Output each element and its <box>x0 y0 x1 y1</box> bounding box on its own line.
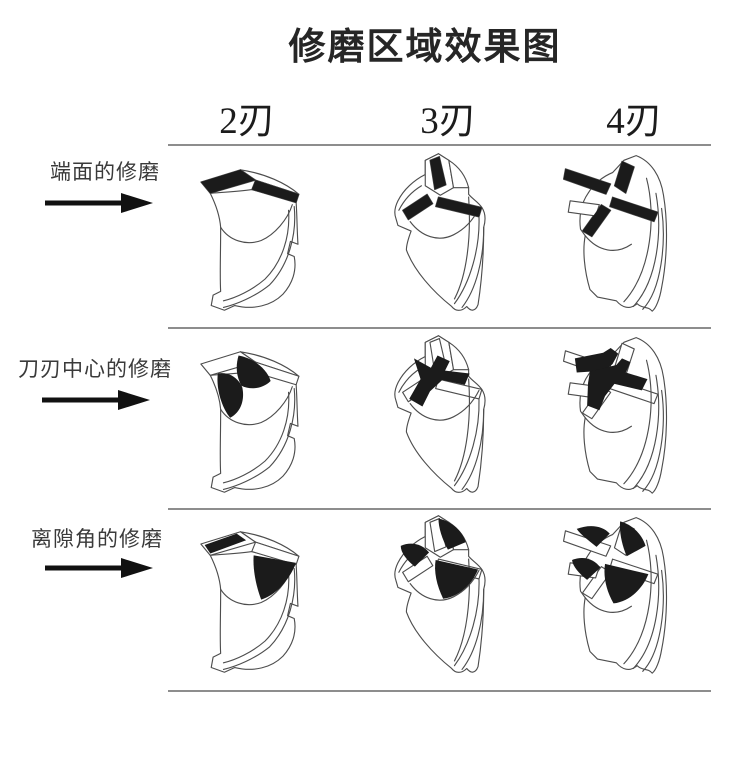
grinding-highlight <box>402 156 482 220</box>
illustration-4flute-clearance-angle <box>556 510 721 694</box>
grinding-highlight <box>572 521 649 604</box>
arrow-right-icon <box>42 390 150 410</box>
illustration-4flute-end-face <box>556 148 721 332</box>
grinding-highlight <box>409 355 470 407</box>
separator-line-top <box>168 144 711 146</box>
row-label-end-face: 端面的修磨 <box>50 161 160 184</box>
illustration-3flute-end-face <box>380 148 545 332</box>
separator-line-row2 <box>168 508 711 510</box>
separator-line-bottom <box>168 690 711 692</box>
row-label-blade-center: 刀刃中心的修磨 <box>18 358 172 381</box>
illustration-3flute-clearance-angle <box>380 510 545 694</box>
arrow-right-icon <box>45 193 153 213</box>
row-label-clearance-angle: 离隙角的修磨 <box>31 528 163 551</box>
arrow-right-icon <box>45 558 153 578</box>
column-header-4-flute: 4刃 <box>606 101 662 142</box>
illustration-3flute-blade-center <box>380 330 545 514</box>
grinding-highlight <box>574 347 648 411</box>
grinding-highlight <box>563 161 658 237</box>
grinding-highlight <box>217 355 271 418</box>
grinding-highlight <box>204 533 297 600</box>
illustration-4flute-blade-center <box>556 330 721 514</box>
illustration-2flute-clearance-angle <box>182 510 347 694</box>
column-header-2-flute: 2刃 <box>219 101 275 142</box>
grinding-highlight <box>200 169 299 203</box>
grinding-highlight <box>400 518 479 599</box>
illustration-2flute-end-face <box>182 148 347 332</box>
page-title: 修磨区域效果图 <box>288 26 562 67</box>
separator-line-row1 <box>168 327 711 329</box>
illustration-2flute-blade-center <box>182 330 347 514</box>
column-header-3-flute: 3刃 <box>420 101 476 142</box>
